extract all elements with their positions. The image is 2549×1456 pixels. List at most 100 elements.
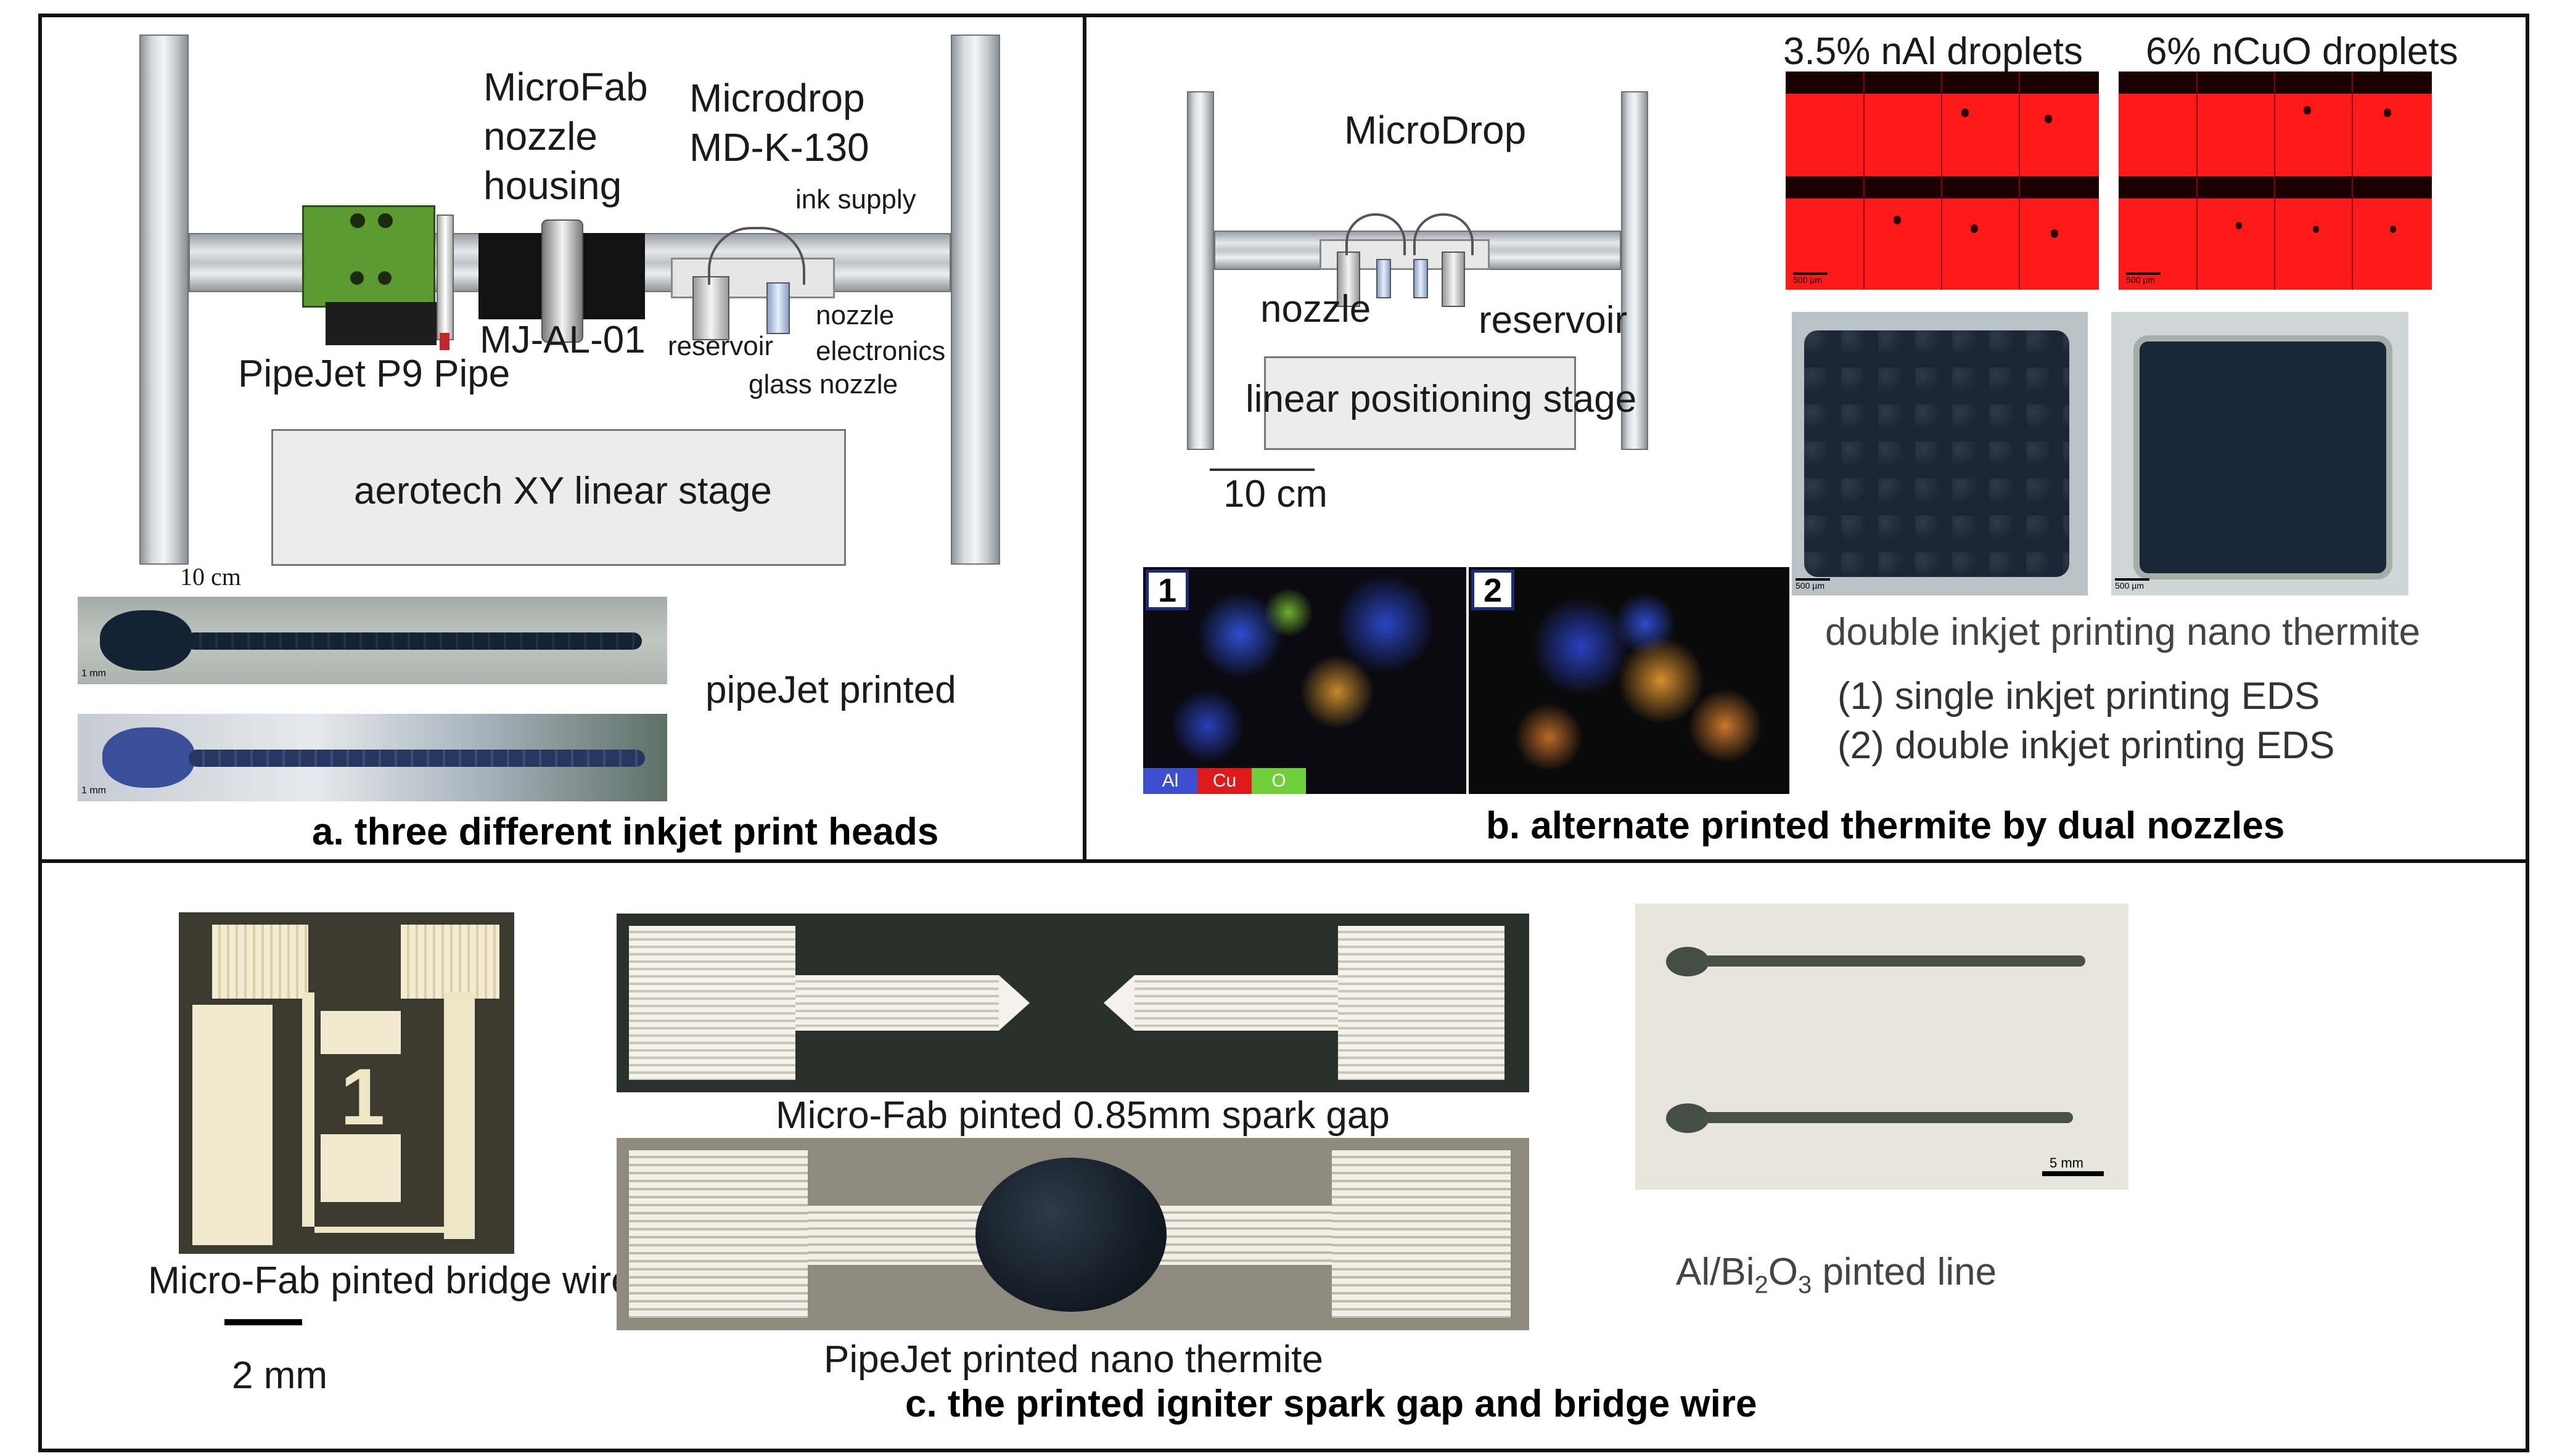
double-square-scale-bar xyxy=(2115,578,2149,581)
panel-a: aerotech XY linear stage MicroFab nozzle… xyxy=(38,14,1086,863)
single-printed-square: 500 µm xyxy=(1792,312,2088,595)
bridge-pad-top-left xyxy=(212,925,308,999)
microdrop-title: MicroDrop xyxy=(1344,108,1527,152)
bridge-trace-left xyxy=(302,992,314,1227)
albio-sub-1: 2 xyxy=(1754,1271,1768,1299)
b-nozzle-label: nozzle xyxy=(1260,288,1371,330)
microfab-cylinder xyxy=(541,219,583,343)
aerotech-stage-label: aerotech XY linear stage xyxy=(354,470,772,512)
eds-map-single: 1 xyxy=(1143,567,1466,794)
pipejet-label: PipeJet P9 Pipe xyxy=(238,353,511,395)
ncuo-drop-4 xyxy=(2313,226,2319,233)
bridge-wire-label: Micro-Fab pinted bridge wire xyxy=(148,1259,633,1302)
legend-cu: Cu xyxy=(1197,768,1252,794)
spark-electrode-right xyxy=(1338,926,1504,1080)
printed-line-2 xyxy=(189,750,645,767)
eds-2-label: (2) double inkjet printing EDS xyxy=(1837,724,2335,767)
b-reservoir-label: reservoir xyxy=(1479,299,1628,342)
ncuo-droplet-image: 500 µm xyxy=(2119,72,2432,290)
thermite-electrode-right xyxy=(1332,1150,1511,1318)
microfab-label-1: MicroFab xyxy=(483,65,648,109)
nal-nozzle-row-1 xyxy=(1786,72,2099,94)
thermite-electrode-left xyxy=(629,1150,808,1318)
b-right-rail xyxy=(1621,91,1648,450)
nal-drop-5 xyxy=(2051,229,2058,238)
thermite-blob xyxy=(975,1158,1167,1312)
ncuo-drop-2 xyxy=(2384,108,2391,117)
printed-line-1 xyxy=(186,632,642,650)
scale-10cm-a: 10 cm xyxy=(180,563,241,591)
albio-line-photo: 5 mm xyxy=(1635,904,2128,1190)
spark-electrode-left xyxy=(629,926,795,1080)
b-nozzle-3 xyxy=(1376,259,1391,298)
reservoir-label: reservoir xyxy=(668,331,774,361)
aerotech-stage xyxy=(271,429,846,566)
right-rail xyxy=(951,35,1000,565)
ncuo-nozzle-row-1 xyxy=(2119,72,2432,94)
albio-line-2 xyxy=(1703,1112,2073,1123)
ncuo-scale-bar xyxy=(2126,272,2161,275)
ncuo-drop-3 xyxy=(2236,222,2242,229)
panel-c-caption: c. the printed igniter spark gap and bri… xyxy=(905,1383,1757,1425)
albio-blob-2 xyxy=(1666,1103,1709,1133)
bridge-pad-top-right xyxy=(401,925,499,999)
bridge-digit: 1 xyxy=(340,1052,385,1142)
pipejet-screw-4 xyxy=(378,271,392,285)
bridge-wire-photo: 1 xyxy=(179,912,514,1254)
pipejet-screw-2 xyxy=(378,213,393,228)
spark-tip-left xyxy=(999,975,1030,1031)
legend-al: Al xyxy=(1143,768,1197,794)
double-inkjet-label: double inkjet printing nano thermite xyxy=(1825,611,2421,653)
panel-b-caption: b. alternate printed thermite by dual no… xyxy=(1486,804,2285,847)
thermite-arm-left xyxy=(808,1206,993,1265)
microdrop-label-1: Microdrop xyxy=(689,76,865,120)
ncuo-drop-1 xyxy=(2304,106,2311,115)
line-scale-2: 1 mm xyxy=(81,785,106,796)
microdrop-label-2: MD-K-130 xyxy=(689,125,869,170)
pipejet-pipe xyxy=(437,215,454,340)
pipejet-printhead xyxy=(302,205,435,308)
spark-gap-photo xyxy=(617,914,1529,1092)
b-left-rail xyxy=(1187,91,1214,450)
nal-nozzle-row-2 xyxy=(1786,176,2099,198)
b-tube-1 xyxy=(1345,213,1406,255)
eds-box-2: 2 xyxy=(1471,570,1514,610)
nal-scale-bar xyxy=(1793,272,1828,275)
ncuo-nozzle-row-2 xyxy=(2119,176,2432,198)
ink-supply-label: ink supply xyxy=(795,184,916,215)
microdrop-reservoir xyxy=(692,276,729,340)
thermite-arm-right xyxy=(1147,1206,1332,1265)
b-tube-2 xyxy=(1413,213,1474,255)
bridge-pad-left xyxy=(192,1005,273,1245)
albio-sub-2: 3 xyxy=(1797,1271,1812,1299)
b-linear-stage xyxy=(1264,356,1576,450)
eds-1-label: (1) single inkjet printing EDS xyxy=(1837,675,2320,718)
mjal-label: MJ-AL-01 xyxy=(480,319,646,361)
b-scale-label: 10 cm xyxy=(1223,473,1328,515)
spark-gap-label: Micro-Fab pinted 0.85mm spark gap xyxy=(776,1094,1390,1137)
microfab-label-2: nozzle xyxy=(483,114,597,158)
printed-blob-1 xyxy=(100,610,192,671)
albio-suffix: pinted line xyxy=(1812,1251,1997,1293)
albio-scale-bar xyxy=(2042,1171,2104,1176)
nal-drop-4 xyxy=(1971,224,1978,233)
nal-droplets-label: 3.5% nAl droplets xyxy=(1783,30,2083,73)
single-square-scale-bar xyxy=(1796,578,1830,581)
pipejet-tip xyxy=(440,333,449,350)
bridge-wire-link xyxy=(314,1227,450,1233)
ncuo-droplets-label: 6% nCuO droplets xyxy=(2146,30,2458,73)
bridge-trace-right xyxy=(444,992,475,1239)
b-nozzle-4 xyxy=(1413,259,1428,298)
eds-box-1: 1 xyxy=(1146,570,1189,610)
microfab-label-3: housing xyxy=(483,163,622,208)
panel-a-caption: a. three different inkjet print heads xyxy=(312,811,939,853)
bridge-scale-label: 2 mm xyxy=(232,1354,327,1397)
pipejet-thermite-label: PipeJet printed nano thermite xyxy=(824,1338,1323,1381)
double-square-scale-label: 500 µm xyxy=(2115,581,2144,591)
pipejet-line-photo-1: 1 mm xyxy=(78,597,667,684)
line-scale-1: 1 mm xyxy=(81,668,106,679)
microdrop-nozzle xyxy=(766,282,790,334)
pipejet-line-photo-2: 1 mm xyxy=(78,714,667,801)
pipejet-printed-label: pipeJet printed xyxy=(705,669,956,711)
ncuo-scale-label: 500 µm xyxy=(2126,275,2155,285)
